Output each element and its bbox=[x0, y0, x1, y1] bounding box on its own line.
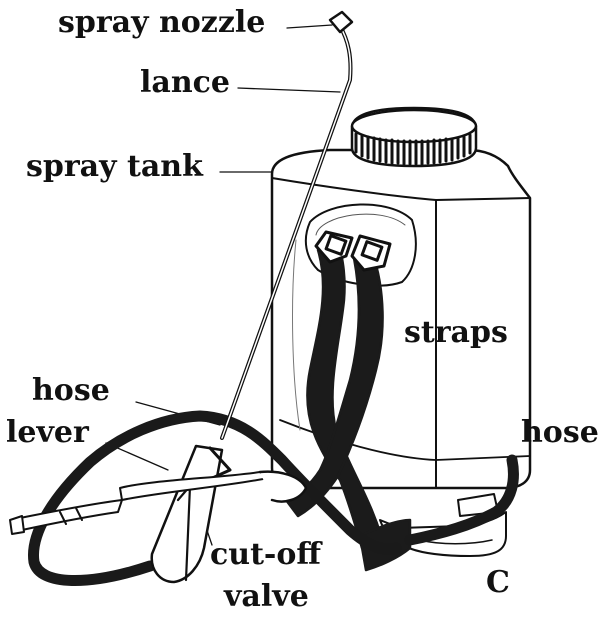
label-spray-nozzle: spray nozzle bbox=[58, 8, 265, 38]
label-straps: straps bbox=[404, 318, 508, 348]
label-lever: lever bbox=[6, 418, 89, 448]
label-lance: lance bbox=[140, 68, 230, 98]
panel-letter: C bbox=[486, 568, 510, 598]
label-hose-left: hose bbox=[32, 376, 110, 406]
label-hose-right: hose bbox=[521, 418, 599, 448]
label-cut-off-valve-line2: valve bbox=[224, 582, 309, 612]
tank-cap bbox=[352, 108, 476, 166]
label-cut-off-valve-line1: cut-off bbox=[210, 540, 321, 570]
label-spray-tank: spray tank bbox=[26, 152, 203, 182]
